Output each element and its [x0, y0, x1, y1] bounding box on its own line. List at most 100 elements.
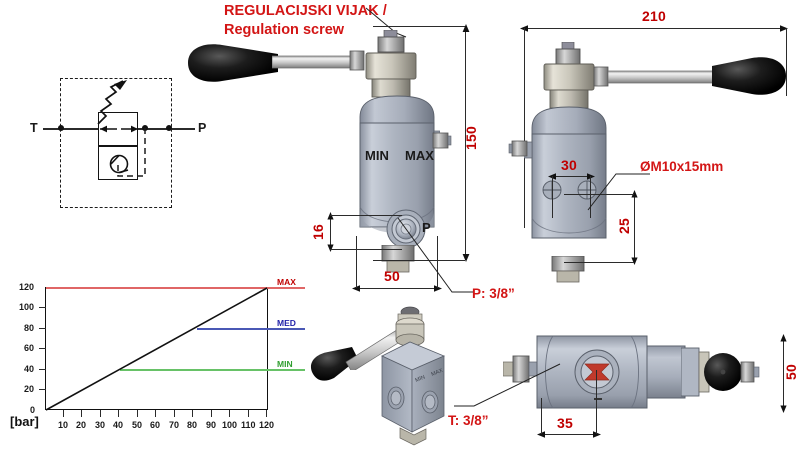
chart-series-min-label: MIN — [277, 359, 293, 369]
chart-xtick-50: 50 — [132, 420, 143, 430]
chart-xtick-70: 70 — [169, 420, 180, 430]
dim-30-line — [552, 176, 591, 177]
side-body-left-nut — [508, 140, 528, 157]
schematic-pilot-line — [117, 128, 146, 177]
regulation-screw-note-line1: REGULACIJSKI VIJAK / — [224, 3, 387, 19]
dim-210-arrow-left — [520, 25, 528, 32]
iso-valve-body: MIN MAX — [381, 341, 446, 446]
side-adjuster-barrel — [543, 63, 595, 109]
lever-knob — [188, 44, 278, 82]
dim-25-line — [634, 194, 635, 262]
chart-xtick-mark-60 — [155, 410, 156, 417]
chart-xtick-mark-70 — [174, 410, 175, 417]
chart-xtick-mark-100 — [229, 410, 230, 417]
schematic-relief-arrows — [100, 125, 138, 133]
dim-35-text: 35 — [557, 415, 573, 431]
regulation-screw-note-line2: Regulation screw — [224, 21, 345, 38]
chart-series-max-line — [46, 287, 305, 289]
dim-150-ext-bottom — [373, 260, 465, 261]
schematic-junction-dot-p — [166, 125, 172, 131]
schematic-outer-boundary — [60, 78, 172, 208]
thread-spec-label: ØM10x15mm — [640, 159, 724, 174]
chart-ytick-120: 120 — [19, 282, 35, 292]
body-side-nut — [432, 132, 452, 149]
front-view-max-label: MAX — [405, 148, 434, 163]
dim-16-arrow-top — [327, 212, 334, 220]
thread-spec-leader — [587, 173, 650, 211]
chart-xtick-mark-20 — [81, 410, 82, 417]
dim-50-ext-left — [356, 236, 357, 288]
chart-series-med-label: MED — [277, 318, 296, 328]
regulation-screw-nut — [377, 30, 405, 53]
dim-210-arrow-right — [780, 25, 788, 32]
dim-16-ext-bottom — [330, 249, 402, 250]
port-p-leader — [397, 217, 474, 293]
chart-xtick-mark-90 — [211, 410, 212, 417]
dim-50-height-line — [783, 338, 784, 410]
chart-xtick-20: 20 — [76, 420, 87, 430]
port-t-leader — [454, 363, 561, 407]
chart-series-med-line — [197, 328, 305, 330]
regulation-screw-note: REGULACIJSKI VIJAK / Regulation screw — [224, 2, 387, 39]
dim-16-text: 16 — [310, 224, 326, 240]
dim-16-line — [330, 215, 331, 249]
chart-series-max-label: MAX — [277, 277, 296, 287]
chart-xtick-110: 110 — [241, 420, 256, 430]
dim-50-height-arrow-top — [780, 334, 787, 342]
isometric-view: MIN MAX — [300, 300, 450, 450]
chart-xtick-mark-110 — [248, 410, 249, 417]
dim-210-line — [524, 28, 786, 29]
dim-50-text: 50 — [384, 268, 400, 284]
dim-210-text: 210 — [642, 8, 666, 24]
dim-50-arrow-left — [352, 285, 360, 292]
chart-ytick-20: 20 — [24, 384, 35, 394]
front-view-min-label: MIN — [365, 148, 389, 163]
dim-25-arrow-top — [631, 190, 638, 198]
dim-50-ext-right — [437, 236, 438, 288]
front-view: MIN MAX P — [188, 20, 500, 310]
dim-50-height-text: 50 — [783, 364, 799, 380]
dim-25-ext-bottom — [564, 262, 634, 263]
side-lever-knob — [712, 57, 786, 95]
dim-30-arrow-right — [587, 173, 595, 180]
chart-xtick-mark-120 — [266, 410, 267, 417]
chart-xtick-60: 60 — [150, 420, 161, 430]
dim-16-arrow-bottom — [327, 244, 334, 252]
chart-ytick-mark-40 — [39, 369, 46, 370]
chart-xtick-80: 80 — [187, 420, 198, 430]
chart-xtick-mark-10 — [63, 410, 64, 417]
svg-text:MIN: MIN — [415, 375, 427, 384]
chart-ytick-80: 80 — [24, 323, 35, 333]
schematic-port-t-label: T — [30, 121, 38, 135]
hydraulic-schematic: T P — [30, 72, 210, 214]
schematic-port-p-label: P — [198, 121, 207, 135]
dim-150-arrow-bottom — [462, 254, 470, 262]
dim-35-arrow-left — [537, 431, 545, 438]
dim-25-arrow-bottom — [631, 257, 638, 265]
side-view: 210 — [500, 8, 800, 283]
dim-150-text: 150 — [463, 126, 479, 150]
dim-35-ext-left — [541, 398, 542, 434]
chart-ytick-0: 0 — [30, 405, 36, 415]
dim-30-text: 30 — [561, 157, 577, 173]
chart-series-min-line — [120, 369, 305, 371]
iso-lever-knob — [310, 347, 358, 381]
chart-xtick-mark-50 — [137, 410, 138, 417]
iso-adjuster-top — [395, 306, 425, 347]
dim-50-arrow-right — [434, 285, 442, 292]
front-view-port-p-letter: P — [422, 220, 431, 235]
chart-xaxis-title: [bar] — [10, 414, 39, 429]
chart-xtick-30: 30 — [95, 420, 106, 430]
dim-30-arrow-left — [548, 173, 556, 180]
chart-xtick-mark-40 — [118, 410, 119, 417]
bottom-right-cap — [681, 347, 760, 397]
dim-150-line — [465, 26, 466, 260]
valve-body-bottom — [536, 335, 686, 409]
side-regulation-screw-nut — [555, 42, 581, 65]
chart-xtick-10: 10 — [58, 420, 69, 430]
schematic-adjustable-arrow — [97, 80, 127, 125]
dim-210-ext-right — [786, 28, 787, 96]
dim-16-ext-top — [330, 215, 402, 216]
side-bottom-fitting — [551, 256, 585, 283]
